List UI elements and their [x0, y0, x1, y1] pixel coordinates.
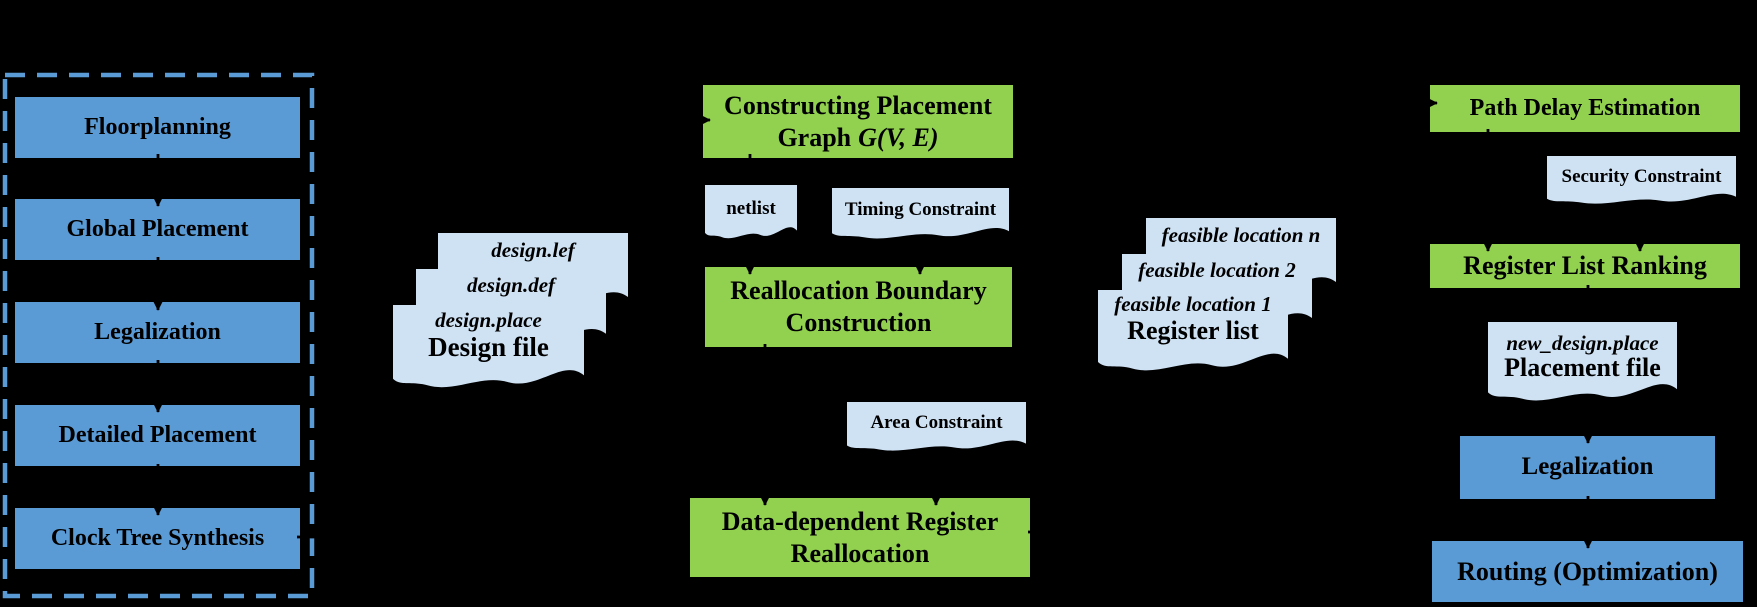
document-shape	[1488, 322, 1677, 401]
stage-label: Register List Ranking	[1463, 251, 1707, 281]
flow-step-label: Legalization	[94, 318, 221, 345]
stage-label: Path Delay Estimation	[1469, 94, 1701, 121]
file-name: design.lef	[491, 238, 575, 262]
doc-timing-constraint: Timing Constraint	[832, 188, 1009, 242]
flow-step-label: Global Placement	[66, 215, 249, 242]
stage-label-line2: Construction	[785, 308, 932, 337]
stage-register-list-ranking: Register List Ranking	[1430, 244, 1740, 288]
register-list-stack-label: Register list	[1127, 316, 1259, 345]
doc-label: netlist	[726, 197, 776, 219]
file-name: feasible location n	[1161, 223, 1321, 247]
flow-step-label: Detailed Placement	[58, 421, 257, 448]
document-shape	[847, 402, 1026, 451]
stage-label-line2-formula: G(V, E)	[858, 122, 939, 152]
asic-flow-group-border	[2, 72, 315, 599]
doc-label: Area Constraint	[870, 412, 1003, 433]
stage-label-line2: Reallocation	[790, 538, 930, 568]
flow-step-label: Floorplanning	[84, 113, 231, 140]
flow-step-detailed-placement: Detailed Placement	[15, 405, 300, 466]
file-name: design.place	[435, 308, 542, 332]
stage-label-line1: Data-dependent Register	[721, 506, 999, 536]
doc-label: Timing Constraint	[844, 199, 997, 220]
flow-step-clock-tree-synthesis: Clock Tree Synthesis	[15, 508, 300, 569]
arrow-reallocation-stage-to-register-list	[1028, 365, 1197, 534]
flow-step-label: Legalization	[1521, 453, 1654, 481]
arrow-cts-to-design-file	[297, 381, 497, 539]
stage-label-line1: Constructing Placement	[724, 90, 992, 120]
file-name: new_design.place	[1506, 331, 1659, 355]
file-name: design.def	[466, 273, 556, 297]
flow-step-label: Routing (Optimization)	[1457, 556, 1718, 586]
document-shape	[1547, 156, 1736, 204]
flow-step-floorplanning: Floorplanning	[15, 97, 300, 158]
stage-data-dependent-register-reallocation: Data-dependent Register Reallocation	[690, 498, 1030, 577]
doc-design-place: design.place Design file	[393, 305, 584, 393]
document-shape	[1098, 290, 1288, 371]
file-name: feasible location 2	[1138, 258, 1296, 282]
stage-label-line1: Reallocation Boundary	[730, 276, 987, 306]
stage-label-line2-plain: Graph	[777, 122, 852, 152]
file-name: feasible location 1	[1114, 292, 1272, 316]
document-shape	[393, 305, 584, 388]
stage-path-delay-estimation: Path Delay Estimation	[1430, 85, 1740, 132]
stage-reallocation-boundary-construction: Reallocation Boundary Construction	[705, 267, 1012, 347]
doc-area-constraint: Area Constraint	[847, 402, 1026, 454]
flow-step-legalization-final: Legalization	[1460, 436, 1715, 499]
flow-step-routing-optimization: Routing (Optimization)	[1432, 541, 1743, 602]
flow-step-legalization: Legalization	[15, 302, 300, 363]
doc-label: Security Constraint	[1561, 165, 1722, 187]
arrow-design-file-to-graph-stage	[483, 113, 711, 232]
doc-security-constraint: Security Constraint	[1547, 156, 1736, 207]
doc-netlist: netlist	[705, 185, 797, 242]
doc-placement-file: new_design.place Placement file	[1488, 322, 1677, 406]
document-shape	[832, 188, 1009, 239]
flow-step-global-placement: Global Placement	[15, 199, 300, 260]
doc-feasible-location-1: feasible location 1 Register list	[1098, 290, 1288, 376]
design-file-stack-label: Design file	[428, 332, 549, 362]
placement-file-label: Placement file	[1504, 353, 1661, 382]
flow-step-label: Clock Tree Synthesis	[50, 524, 265, 551]
arrow-register-list-to-path-delay	[1238, 96, 1438, 220]
